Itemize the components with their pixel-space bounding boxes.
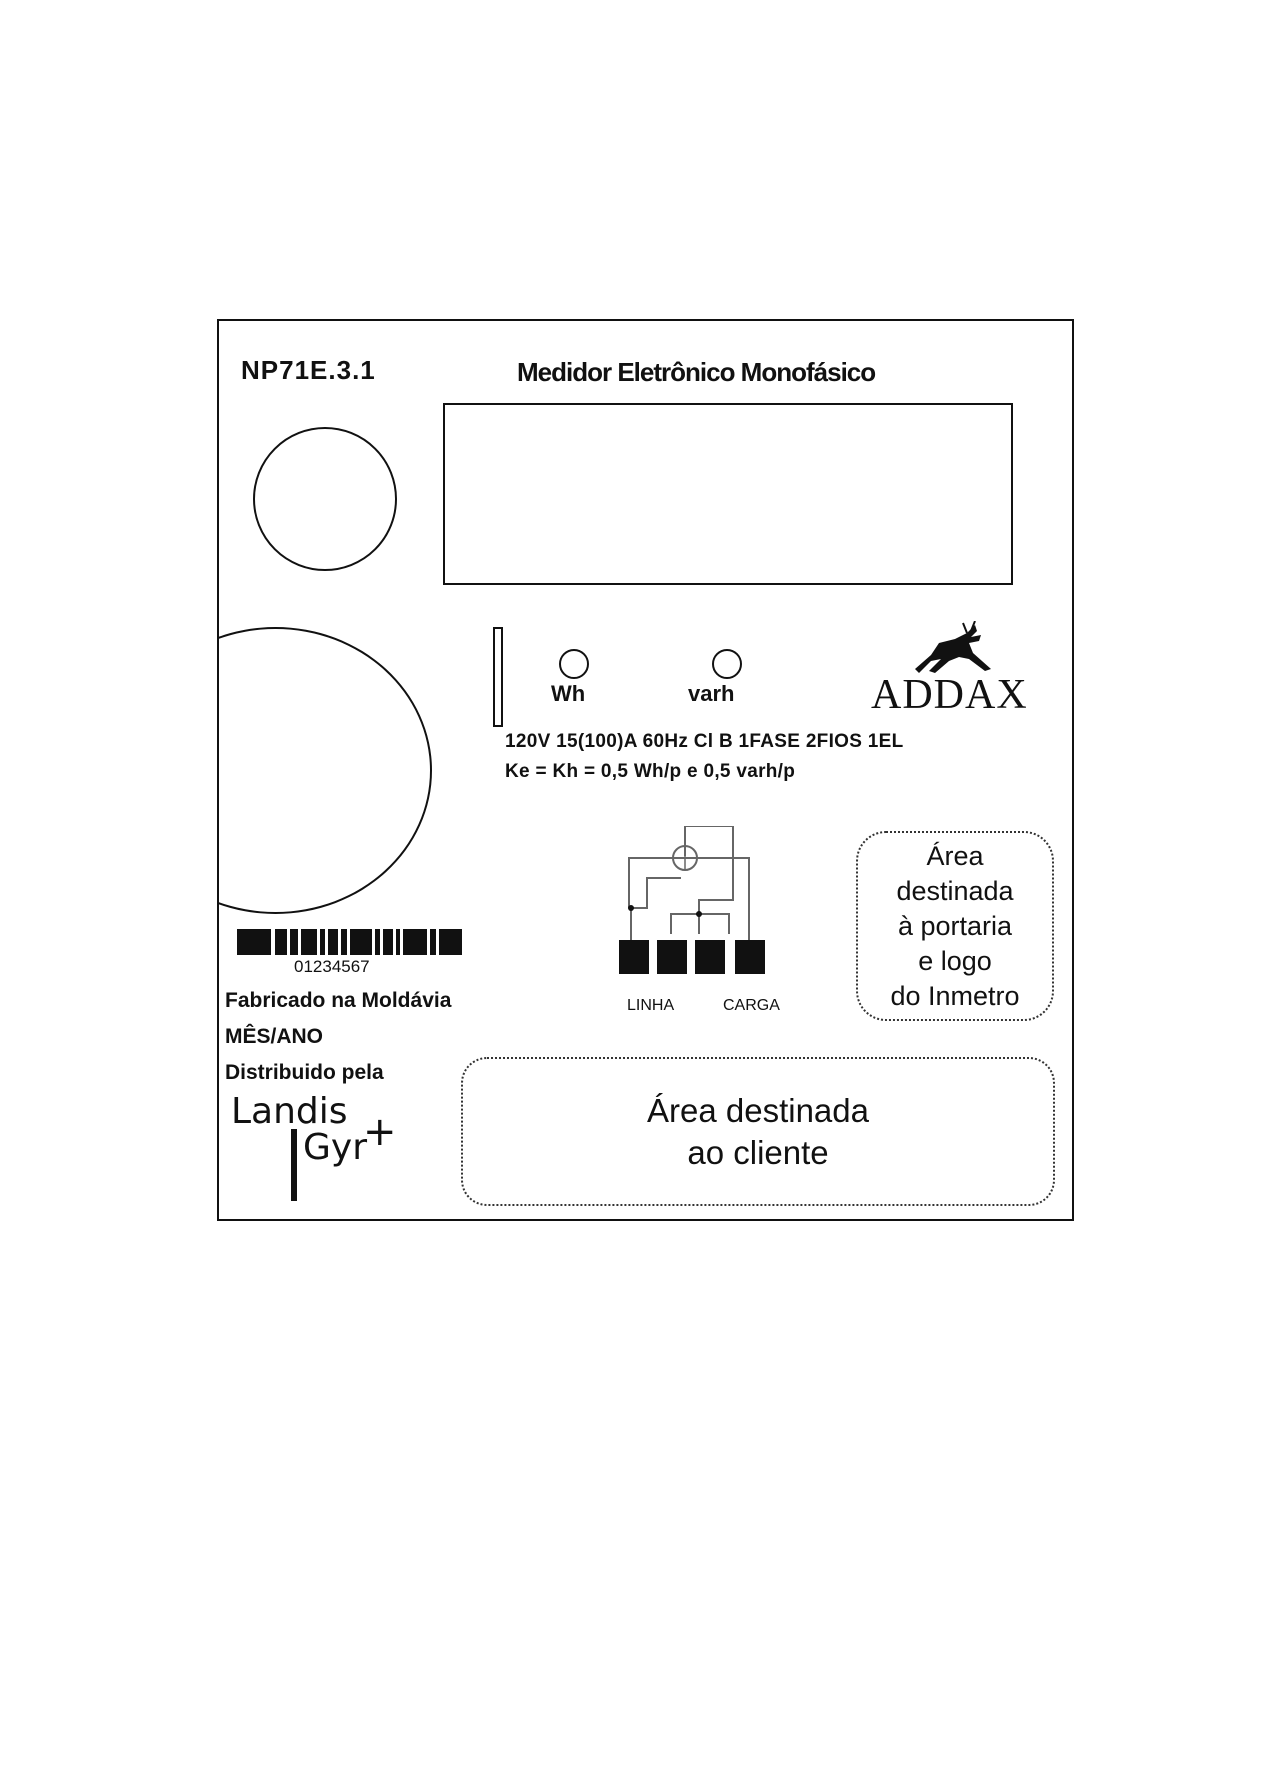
spec-constants: Ke = Kh = 0,5 Wh/p e 0,5 varh/p (505, 761, 796, 782)
wh-led-icon (559, 649, 589, 679)
wh-led-label: Wh (551, 681, 586, 706)
inmetro-area: Área destinada à portaria e logo do Inme… (856, 831, 1054, 1021)
inmetro-area-line: do Inmetro (890, 980, 1020, 1011)
landis-gyr-logo: Landis Gyr + (231, 1091, 401, 1201)
inmetro-area-line: à portaria (897, 910, 1013, 941)
leaping-antelope-icon (915, 621, 991, 673)
inmetro-area-line: destinada (896, 875, 1014, 906)
varh-led-icon (712, 649, 742, 679)
optical-port-circle (253, 427, 397, 571)
inmetro-area-line: Área (926, 840, 984, 871)
barcode-icon (237, 929, 462, 955)
inmetro-area-line: e logo (918, 945, 992, 976)
client-area-line: Área destinada (647, 1091, 869, 1129)
client-area: Área destinada ao cliente (461, 1057, 1055, 1206)
display-window (443, 403, 1013, 585)
meter-nameplate: NP71E.3.1 Medidor Eletrônico Monofásico … (217, 319, 1074, 1221)
distributor-text: Distribuido pela (225, 1061, 384, 1084)
date-text: MÊS/ANO (225, 1025, 324, 1048)
load-terminal-label: CARGA (723, 997, 780, 1014)
large-circle-cutout (219, 627, 432, 914)
logo-text-line2: Gyr (303, 1127, 368, 1168)
made-in-text: Fabricado na Moldávia (225, 989, 452, 1012)
addax-logo-text: ADDAX (871, 672, 1028, 718)
logo-text-line1: Landis (231, 1091, 348, 1132)
vertical-slot (493, 627, 503, 727)
model-number: NP71E.3.1 (241, 355, 376, 385)
wiring-diagram (619, 826, 765, 974)
line-terminal-label: LINHA (627, 997, 675, 1014)
logo-vertical-bar (291, 1129, 297, 1201)
varh-led-label: varh (688, 681, 735, 706)
barcode-number: 01234567 (294, 957, 370, 976)
spec-ratings: 120V 15(100)A 60Hz Cl B 1FASE 2FIOS 1EL (505, 731, 904, 752)
plate-title: Medidor Eletrônico Monofásico (517, 357, 876, 387)
client-area-line: ao cliente (687, 1133, 829, 1171)
logo-plus: + (363, 1109, 397, 1155)
